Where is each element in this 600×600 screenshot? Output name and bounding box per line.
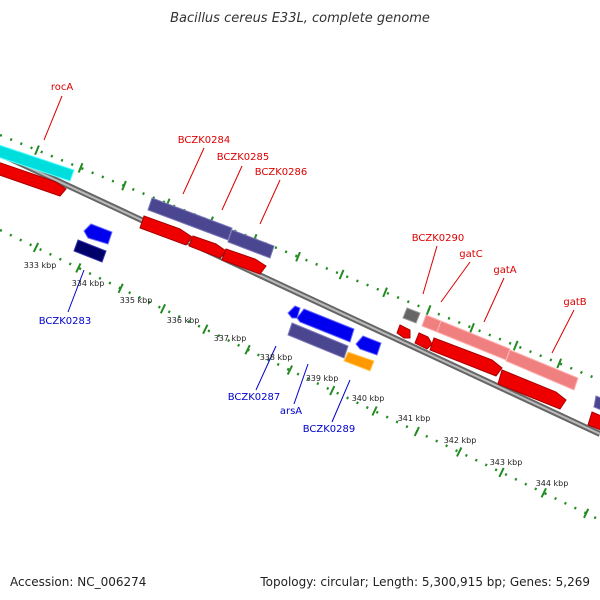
label-BCZK0287[interactable]: BCZK0287 [228,392,281,403]
tick-label-343: 343 kbp [490,458,523,467]
forward-gene-labels: rocA BCZK0284 BCZK0285 BCZK0286 BCZK0290… [51,82,587,308]
major-tick [512,340,519,351]
gene-edge-cds[interactable] [587,411,600,432]
label-BCZK0283[interactable]: BCZK0283 [39,316,92,327]
label-gatC[interactable]: gatC [459,249,482,260]
gene-BCZK0286-feature[interactable] [227,229,275,259]
gene-BCZK0289-cds[interactable] [355,335,382,356]
major-tick [34,145,40,156]
major-tick [121,180,127,191]
gene-rocA-cds[interactable] [0,160,67,197]
gene-BCZK0290-feature[interactable] [402,307,421,324]
gene-BCZK0287-feature[interactable] [287,322,349,359]
label-BCZK0289[interactable]: BCZK0289 [303,424,356,435]
major-tick [286,365,293,376]
major-tick [413,426,420,437]
tick-label-335: 335 kbp [120,296,153,305]
major-tick [117,283,124,294]
topology-text: Topology: circular; Length: 5,300,915 bp… [259,575,590,589]
gene-gatC-cds[interactable] [414,332,433,350]
tick-label-336: 336 kbp [167,316,200,325]
reverse-genes [73,223,382,372]
tick-label-342: 342 kbp [444,436,477,445]
gene-BCZK0290-cds[interactable] [396,324,411,339]
label-gatB[interactable]: gatB [563,297,586,308]
major-tick [469,322,475,333]
label-BCZK0290[interactable]: BCZK0290 [412,233,465,244]
accession-text: Accession: NC_006274 [10,575,146,589]
major-tick [556,358,563,369]
tick-label-334: 334 kbp [72,279,105,288]
gene-gatA-cds[interactable] [429,337,503,377]
gene-gatB-cds[interactable] [497,369,567,410]
tick-label-341: 341 kbp [398,414,431,423]
forward-label-leaders [43,95,575,354]
tick-label-344: 344 kbp [536,479,569,488]
gene-BCZK0283-feature[interactable] [73,239,107,263]
major-tick [338,269,345,280]
forward-genes [0,142,600,432]
tick-label-333: 333 kbp [24,261,57,270]
gene-rocA-feature[interactable] [0,142,75,182]
label-BCZK0284[interactable]: BCZK0284 [178,135,231,146]
gene-gatB-feature[interactable] [505,349,579,391]
label-BCZK0285[interactable]: BCZK0285 [217,152,270,163]
major-tick [382,287,388,298]
reverse-tick-row [0,228,600,522]
tick-label-338: 338 kbp [260,353,293,362]
major-tick [244,344,251,355]
major-tick [371,406,378,416]
major-tick [159,303,167,314]
gene-BCZK0284-feature[interactable] [147,197,233,241]
label-gatA[interactable]: gatA [493,265,516,276]
label-rocA[interactable]: rocA [51,82,74,93]
gene-edge-feature[interactable] [593,395,600,412]
gene-BCZK0285-cds[interactable] [188,235,227,259]
major-tick [202,324,209,335]
major-tick [456,446,463,457]
gene-arsA-cds[interactable] [296,308,355,343]
gene-BCZK0289-feature[interactable] [343,351,375,372]
major-tick [425,305,432,316]
major-tick [295,251,301,262]
reverse-gene-labels: BCZK0283 BCZK0287 arsA BCZK0289 [39,316,356,435]
major-tick [77,162,84,173]
forward-tick-row [0,133,600,382]
gene-BCZK0284-cds[interactable] [139,215,193,246]
tick-labels: 333 kbp 334 kbp 335 kbp 336 kbp 337 kbp … [24,261,569,488]
major-tick [32,242,40,253]
label-arsA[interactable]: arsA [280,406,302,417]
gene-BCZK0287-cds[interactable] [287,305,301,319]
reverse-label-leaders [67,269,351,423]
label-BCZK0286[interactable]: BCZK0286 [255,167,308,178]
tick-label-340: 340 kbp [352,394,385,403]
genome-backbone [0,151,600,437]
tick-label-339: 339 kbp [306,374,339,383]
gene-BCZK0283-cds[interactable] [83,223,113,245]
tick-label-337: 337 kbp [214,334,247,343]
major-tick [75,262,82,273]
map-title: Bacillus cereus E33L, complete genome [170,11,430,26]
major-tick [540,487,547,498]
major-tick [329,385,336,396]
gene-BCZK0286-cds[interactable] [221,248,267,275]
major-tick [583,508,590,519]
major-tick [498,467,505,478]
